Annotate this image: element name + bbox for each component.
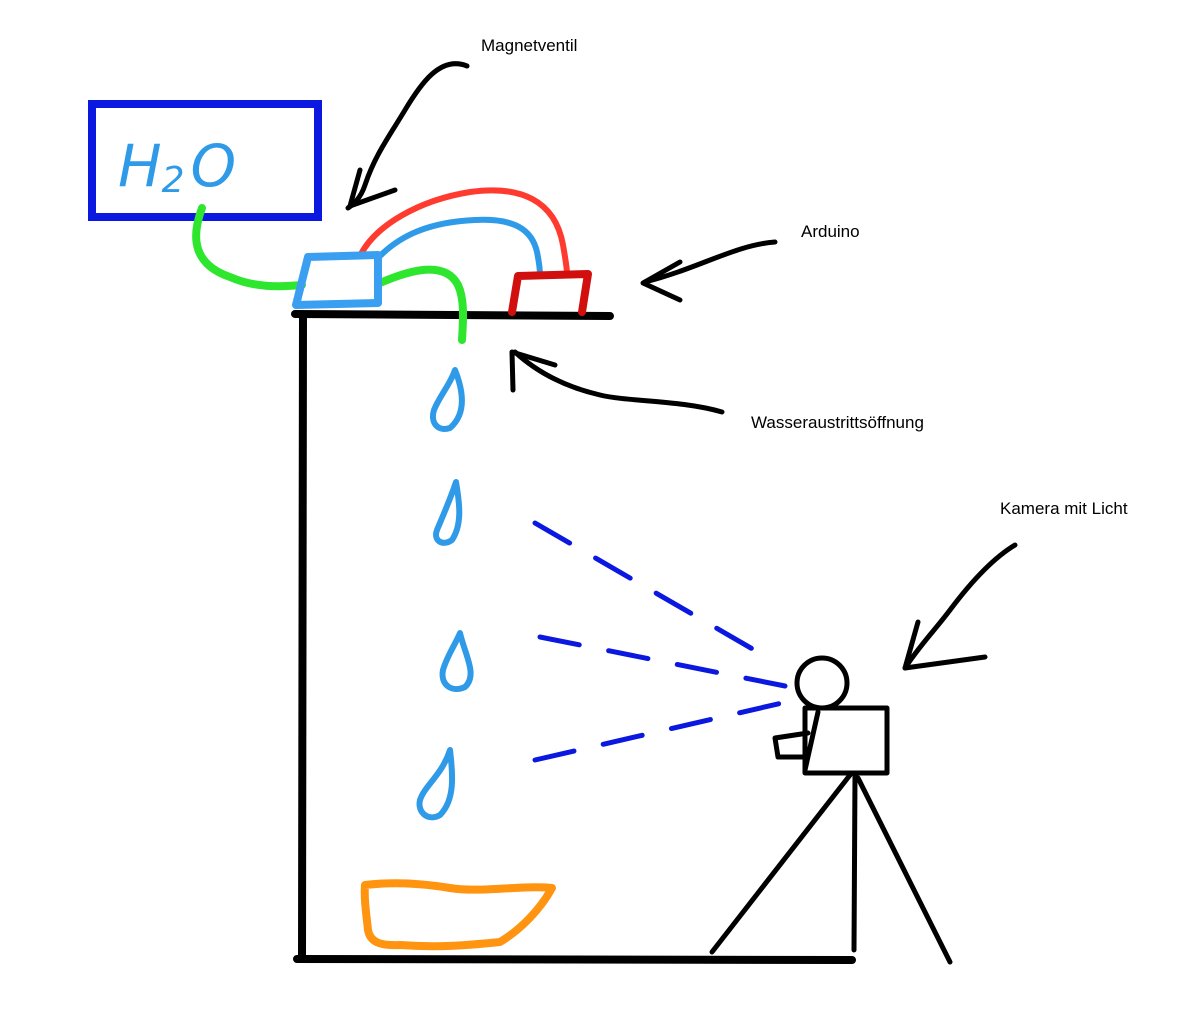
arrow-outlet-head — [509, 349, 558, 393]
drop-4 — [416, 747, 456, 821]
arrow-arduino — [642, 239, 778, 285]
tube-tank-to-valve — [192, 204, 306, 291]
arrow-outlet — [512, 349, 725, 415]
drop-3 — [439, 630, 474, 692]
label-water-outlet: Wasseraustrittsöffnung — [751, 413, 924, 432]
stand-frame — [291, 310, 856, 964]
arrow-arduino-head — [640, 259, 683, 303]
wire-blue — [375, 216, 543, 278]
arrow-camera-head — [902, 619, 988, 671]
camera-lens — [772, 730, 811, 760]
label-magnetventil: Magnetventil — [481, 36, 578, 55]
stand-top-bar — [291, 310, 614, 320]
tank-formula-o: O — [191, 132, 237, 200]
tripod-left-leg — [709, 772, 853, 955]
person-head — [794, 655, 850, 711]
camera-mount — [802, 709, 821, 773]
stand-pole — [298, 312, 307, 962]
tube-valve-to-outlet — [376, 265, 468, 344]
view-line-top — [532, 520, 778, 665]
camera-view-lines — [532, 520, 788, 763]
arrow-magnetventil-head — [347, 167, 398, 209]
water-tank-box — [88, 100, 322, 221]
label-camera: Kamera mit Licht — [1000, 499, 1128, 518]
tripod-right-leg — [855, 775, 953, 965]
annotation-arrows — [345, 61, 1018, 671]
drop-2 — [433, 479, 463, 546]
camera-body — [802, 705, 890, 776]
tripod-center-leg — [851, 772, 858, 953]
water-tubes — [192, 204, 468, 344]
solenoid-valve — [292, 251, 382, 309]
water-drops — [416, 367, 474, 821]
stand-floor — [293, 955, 856, 964]
view-line-middle — [537, 634, 788, 689]
collection-basin — [360, 879, 556, 951]
drop-1 — [430, 367, 465, 432]
arrow-magnetventil — [345, 61, 470, 211]
tank-formula-sub: 2 — [162, 160, 185, 201]
label-arduino: Arduino — [801, 222, 860, 241]
arduino-board — [508, 270, 592, 316]
tank-formula-h: H — [118, 132, 162, 200]
arrow-camera — [902, 542, 1018, 671]
view-line-bottom — [532, 700, 785, 763]
wires — [357, 187, 570, 278]
wire-red — [357, 187, 570, 277]
camera-operator — [709, 655, 953, 965]
